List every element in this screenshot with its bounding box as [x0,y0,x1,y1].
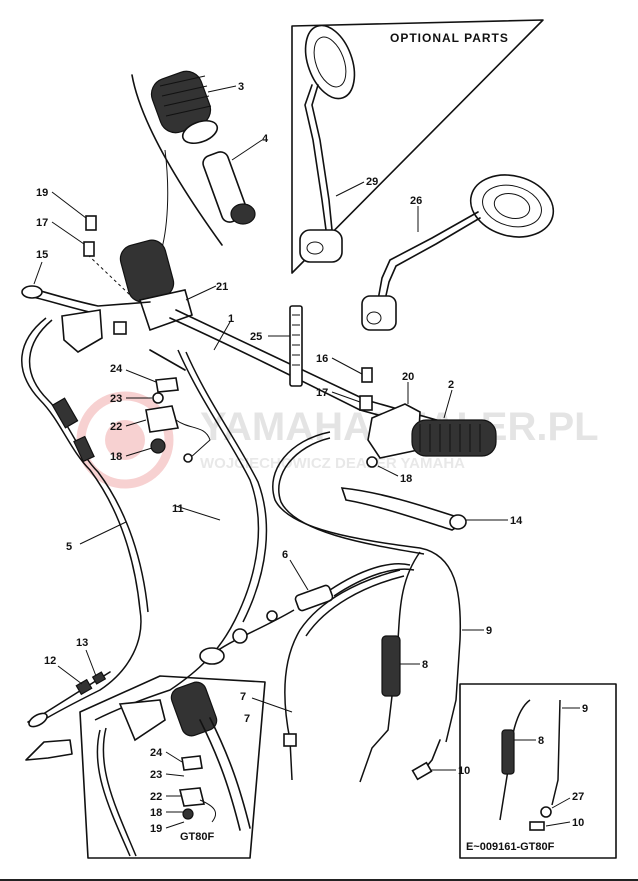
label-12: 12 [44,655,56,667]
label-3: 3 [238,81,244,93]
switch-parts [145,377,211,463]
front-arrow-icon [25,739,73,761]
throttle-assembly [359,367,497,468]
clamp-25 [289,305,303,387]
label-25: 25 [250,331,262,343]
label-14: 14 [510,515,523,527]
grip-kit [131,70,256,256]
optional-parts-box: OPTIONAL PARTS [291,19,544,274]
cable-6 [199,563,415,665]
label-11: 11 [172,503,184,515]
label-2: 2 [448,379,454,391]
label-18a: 18 [110,451,122,463]
label-6: 6 [282,549,288,561]
cable-5 [21,317,142,723]
label-9: 9 [486,625,492,637]
label-7b: 7 [244,713,250,725]
handlebar-1 [149,309,473,441]
inset-left-caption: GT80F [180,831,215,843]
inset-right-caption: E~009161-GT80F [466,841,555,853]
label-1a: 1 [228,313,234,325]
label-7: 7 [240,691,246,703]
label-8b: 8 [538,735,544,747]
label-4: 4 [262,133,269,145]
label-20: 20 [402,371,414,383]
label-16a: 16 [316,353,328,365]
label-10: 10 [458,765,470,777]
inset-e009161: E~009161-GT80F [459,683,617,859]
label-23b: 23 [150,769,162,781]
label-8: 8 [422,659,428,671]
label-17b: 17 [316,387,328,399]
label-10b: 10 [572,817,584,829]
cable-end-12-13 [27,671,111,728]
label-9b: 9 [582,703,588,715]
label-19a: 19 [36,187,48,199]
label-22b: 22 [150,791,162,803]
left-lever-assembly [21,215,193,353]
part-callouts: 3 4 29 26 19 17 15 21 1 25 24 23 22 18 1… [33,81,588,835]
label-18c: 18 [150,807,162,819]
cable-7 [284,569,401,781]
label-19b: 19 [150,823,162,835]
label-17a: 17 [36,217,48,229]
label-24a: 24 [110,363,123,375]
mirror-26 [361,174,555,331]
label-24b: 24 [150,747,163,759]
cable-11 [94,349,260,721]
lever-14 [340,487,467,531]
cable-9 [272,431,462,743]
label-22a: 22 [110,421,122,433]
label-23a: 23 [110,393,122,405]
optional-parts-title: OPTIONAL PARTS [390,31,509,45]
label-15: 15 [36,249,48,261]
label-26: 26 [410,195,422,207]
inset-gt80f: GT80F [79,675,266,859]
watermark-sub: WOJCIECHOWICZ DEALER YAMAHA [200,455,465,472]
label-27: 27 [572,791,584,803]
cable-8 [397,551,421,641]
label-18b: 18 [400,473,412,485]
label-29: 29 [366,176,378,188]
label-21: 21 [216,281,228,293]
label-5: 5 [66,541,72,553]
label-13: 13 [76,637,88,649]
